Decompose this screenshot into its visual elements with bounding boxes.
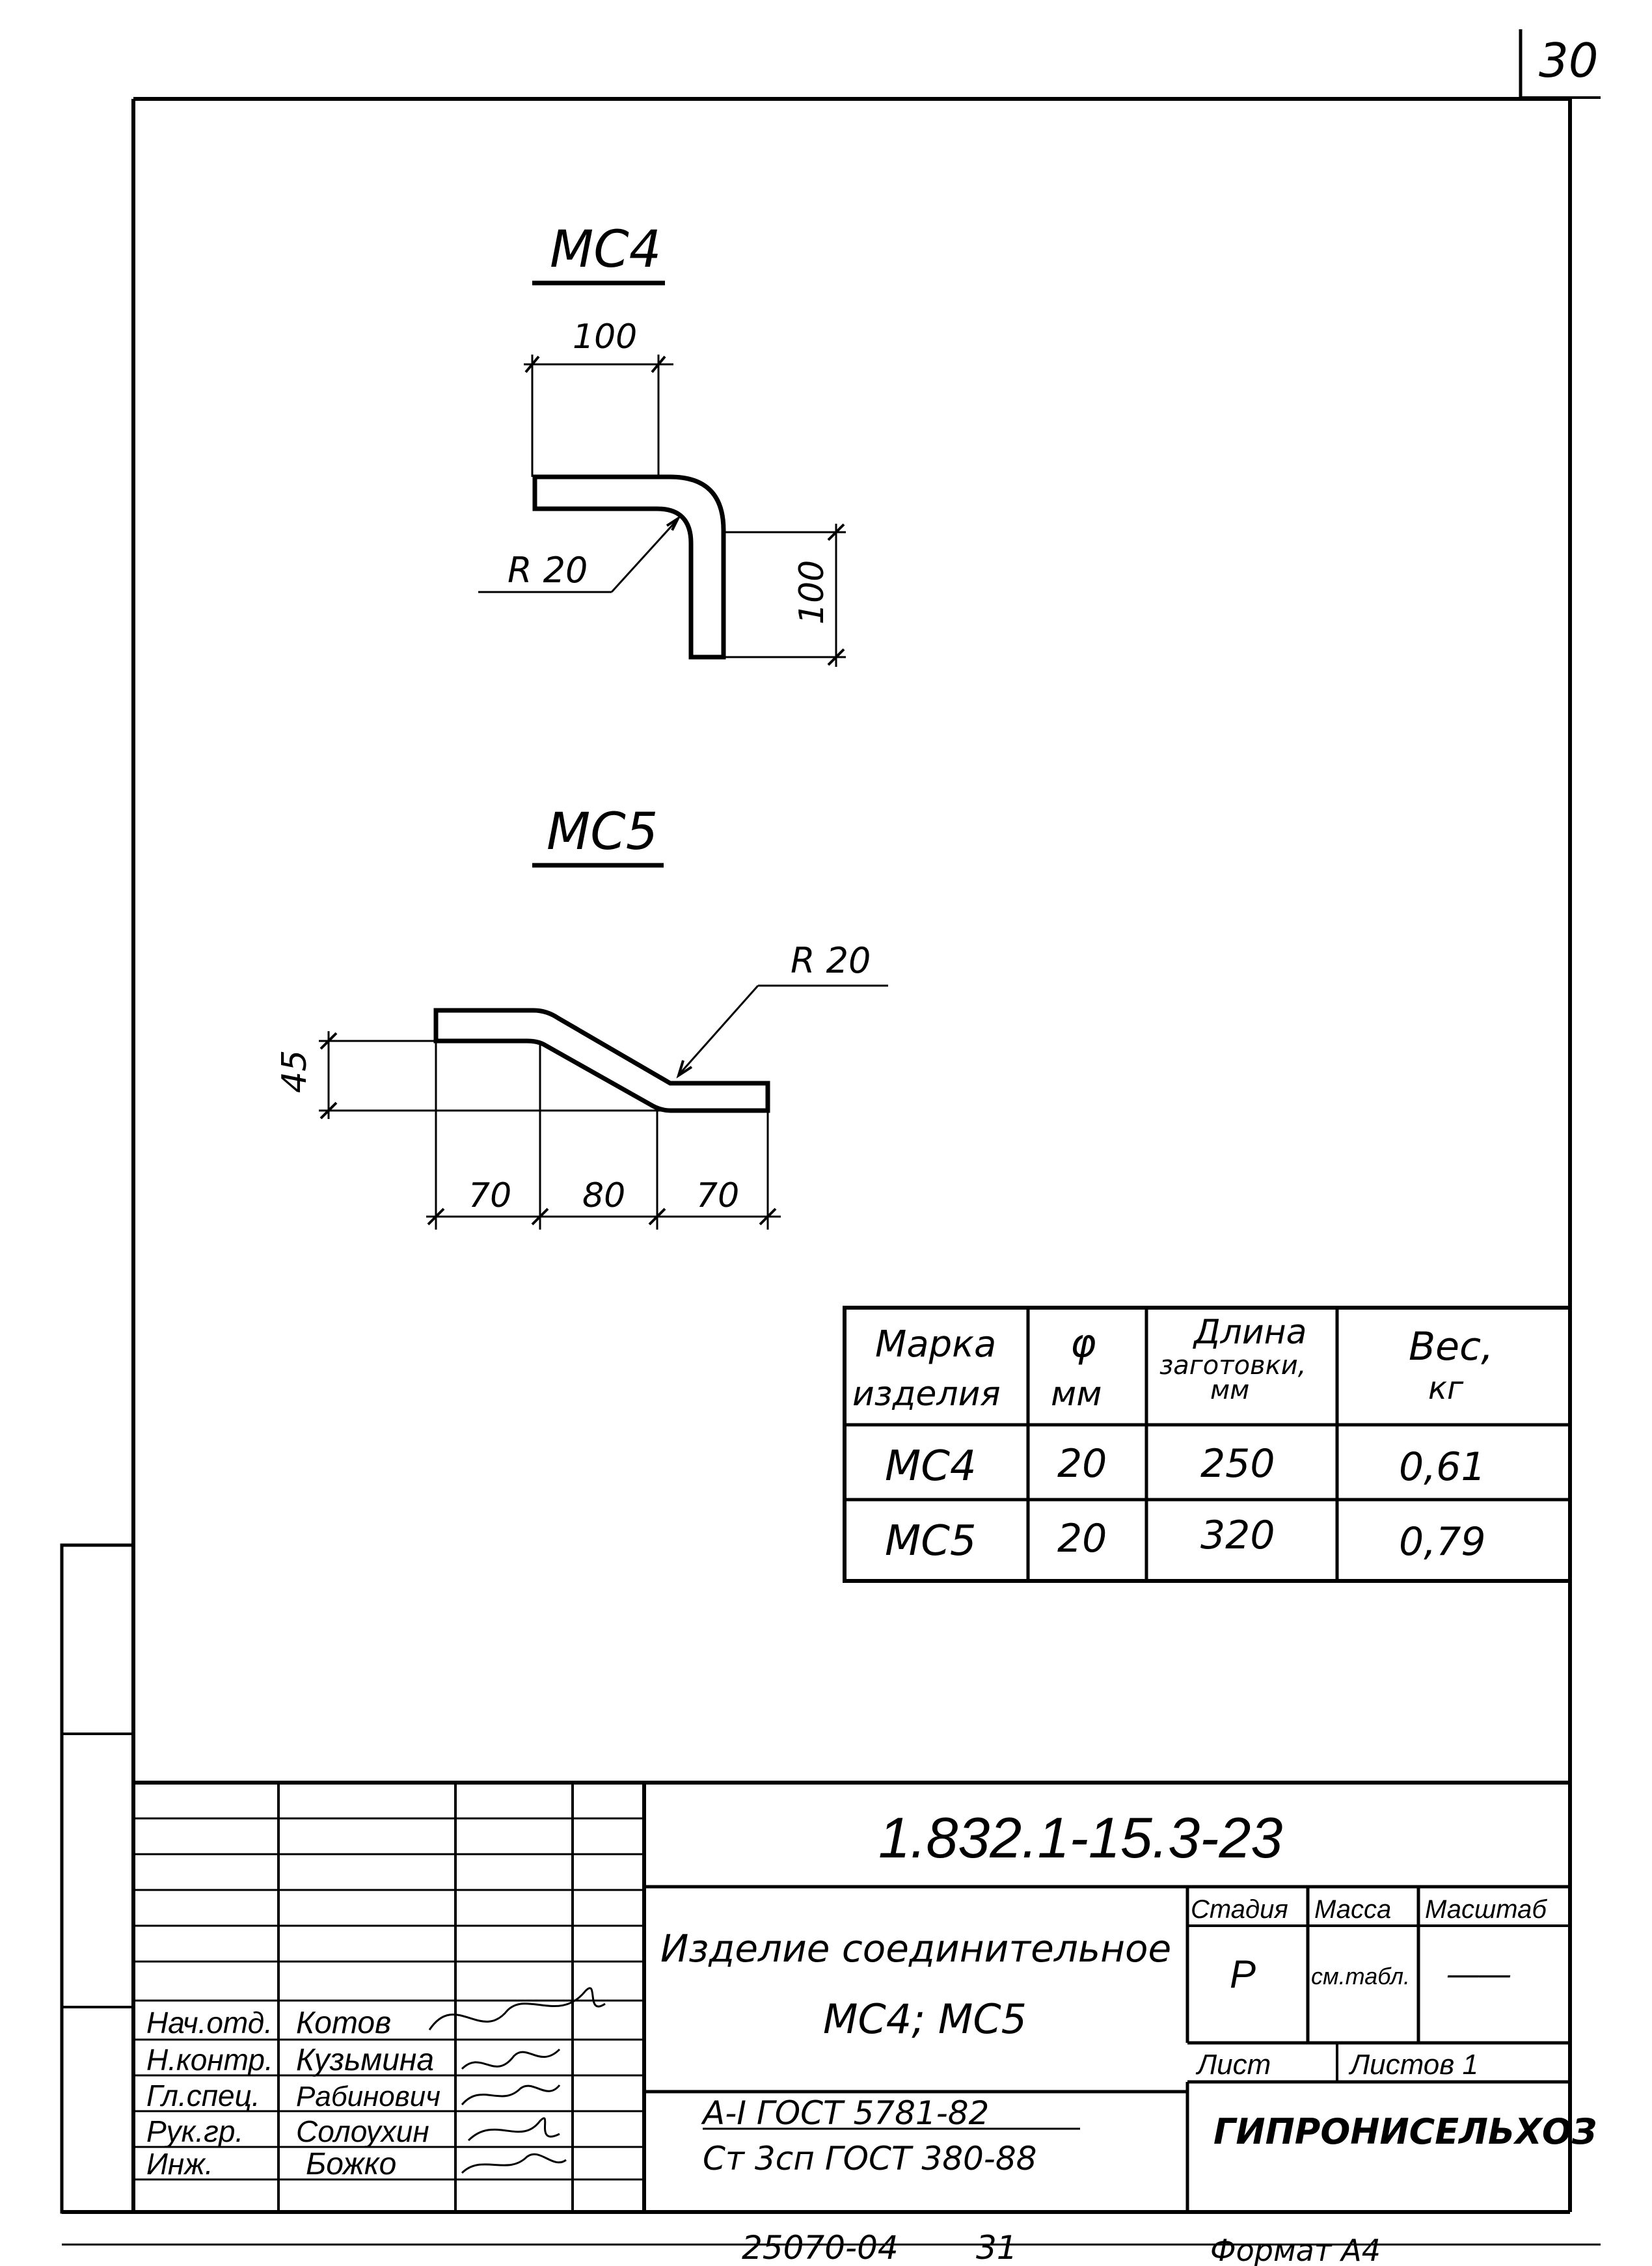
spec-table: Марка изделия φ мм Длина заготовки, мм В…: [843, 1306, 1572, 1583]
doc-code: 1.832.1-15.3-23: [878, 1805, 1282, 1870]
row1-mark: МС4: [885, 1442, 977, 1490]
sheet-number-box: 30: [1519, 29, 1601, 99]
stage-value: Р: [1230, 1952, 1256, 1996]
staff-role-1: Нач.отд.: [146, 2006, 273, 2040]
mc5-radius-label: R 20: [791, 940, 871, 981]
footer-format: Формат А4: [1210, 2233, 1381, 2266]
footer: 25070-04 31 Формат А4: [742, 2229, 1381, 2266]
mc5-drawing: МС5 45 70 80 70 R 20: [275, 803, 888, 1230]
title-block: Нач.отд. Котов Н.контр. Кузьмина Гл.спец…: [133, 1781, 1597, 2212]
signatures: [428, 1987, 606, 2174]
mc5-title: МС5: [547, 803, 658, 861]
header-dia-line2: мм: [1051, 1375, 1102, 1414]
organization-name: ГИПРОНИСЕЛЬХОЗ: [1213, 2111, 1597, 2152]
row2-weight: 0,79: [1399, 1519, 1486, 1565]
mc4-title: МС4: [550, 221, 661, 279]
staff-name-5: Божко: [306, 2147, 396, 2181]
header-len-line2: заготовки,: [1159, 1351, 1307, 1381]
header-len-line1: Длина: [1193, 1313, 1307, 1352]
mc5-dim-height: 45: [275, 1050, 314, 1093]
row1-dia: 20: [1057, 1441, 1107, 1487]
row1-weight: 0,61: [1399, 1444, 1486, 1490]
mass-label: Масса: [1314, 1895, 1391, 1924]
scale-value: ——: [1447, 1957, 1511, 1991]
staff-role-5: Инж.: [146, 2147, 213, 2181]
staff-role-4: Рук.гр.: [146, 2114, 243, 2148]
header-dia-line1: φ: [1070, 1321, 1096, 1366]
mc4-drawing: МС4 100 100 R 20: [478, 221, 846, 667]
scale-label: Масштаб: [1425, 1895, 1547, 1924]
header-weight-line2: кг: [1428, 1370, 1464, 1407]
side-stamp-strip: [60, 1543, 135, 2214]
staff-name-4: Солоухин: [296, 2114, 429, 2148]
footer-page: 31: [976, 2229, 1018, 2266]
material-line1: А-I ГОСТ 5781-82: [701, 2094, 989, 2132]
staff-name-2: Кузьмина: [296, 2043, 434, 2077]
mc4-dim-top: 100: [573, 317, 637, 357]
stage-label: Стадия: [1191, 1895, 1288, 1924]
sheets-label: Листов 1: [1348, 2049, 1478, 2081]
mc4-dim-right: 100: [792, 560, 832, 625]
mc5-dim-bottom-1: 70: [468, 1176, 511, 1215]
header-weight-line1: Вес,: [1409, 1324, 1493, 1369]
mc4-bar: [532, 474, 726, 660]
row2-mark: МС5: [885, 1517, 977, 1565]
sheet-label: Лист: [1195, 2049, 1271, 2081]
material-line2: Ст 3сп ГОСТ 380-88: [703, 2140, 1036, 2178]
staff-name-1: Котов: [296, 2006, 391, 2040]
mc5-dim-bottom-2: 80: [582, 1176, 625, 1215]
footer-inventory: 25070-04: [742, 2229, 899, 2266]
staff-role-2: Н.контр.: [146, 2043, 273, 2077]
header-mark-line2: изделия: [852, 1375, 1001, 1414]
row1-length: 250: [1200, 1441, 1275, 1487]
sheet-number: 30: [1539, 33, 1599, 88]
product-name-line1: Изделие соединительное: [660, 1926, 1171, 1971]
product-name-line2: МС4; МС5: [823, 1995, 1027, 2043]
header-mark-line1: Марка: [875, 1323, 996, 1366]
row2-dia: 20: [1057, 1516, 1107, 1561]
staff-name-3: Рабинович: [296, 2081, 440, 2112]
row2-length: 320: [1200, 1513, 1275, 1558]
mass-value: см.табл.: [1311, 1963, 1410, 1989]
mc4-radius-label: R 20: [508, 550, 588, 591]
mc5-dim-bottom-3: 70: [696, 1176, 739, 1215]
staff-role-3: Гл.спец.: [146, 2079, 260, 2112]
header-len-line3: мм: [1210, 1375, 1249, 1405]
mc5-bar: [433, 1008, 770, 1113]
